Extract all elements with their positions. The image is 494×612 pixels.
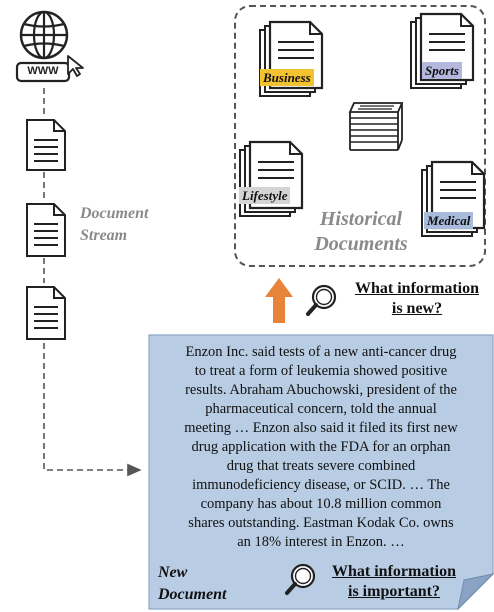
- globe-icon: [8, 5, 88, 85]
- category-business: Business: [260, 69, 314, 86]
- cursor-icon: [66, 54, 86, 78]
- new-document-label: New Document: [158, 562, 226, 606]
- magnifier-icon: [305, 283, 339, 317]
- paper-stack-icon: [342, 100, 410, 156]
- question-what-is-new: What information is new?: [342, 279, 492, 319]
- stream-document-icon-2: [24, 202, 68, 258]
- text-line: results. Abraham Abuchowski, president o…: [185, 382, 457, 398]
- text-line: company has about 10.8 million common: [200, 496, 442, 512]
- sports-document-stack-icon: [409, 12, 481, 92]
- new-document-label-line1: New: [158, 564, 188, 581]
- document-stream-label-line2: Stream: [80, 227, 128, 244]
- historical-label-line1: Historical: [319, 208, 403, 230]
- new-document-text: Enzon Inc. said tests of a new anti-canc…: [150, 343, 492, 552]
- category-medical: Medical: [424, 212, 474, 229]
- historical-documents-box: [234, 5, 486, 267]
- historical-label-line2: Documents: [314, 233, 408, 255]
- text-line: drug application with the FDA for an orp…: [191, 439, 451, 455]
- stream-to-new-document-arrow: [43, 343, 142, 477]
- text-line: an 18% interest in Enzon. …: [237, 534, 405, 550]
- document-stream-label: Document Stream: [80, 203, 170, 247]
- text-line: drug that treats severe combined: [226, 458, 416, 474]
- new-document-label-line2: Document: [158, 586, 227, 603]
- document-stream-label-line1: Document: [80, 205, 149, 222]
- text-line: shares outstanding. Eastman Kodak Co. ow…: [188, 515, 454, 531]
- category-lifestyle: Lifestyle: [239, 187, 291, 204]
- question-important-line2: is important?: [348, 583, 440, 600]
- stream-document-icon-1: [24, 118, 68, 172]
- question-new-line2: is new?: [391, 300, 443, 317]
- www-label: WWW: [27, 65, 59, 77]
- business-document-stack-icon: [258, 20, 330, 100]
- question-new-line1: What information: [355, 280, 479, 297]
- historical-documents-label: Historical Documents: [296, 207, 426, 257]
- text-line: Enzon Inc. said tests of a new anti-canc…: [185, 344, 457, 360]
- question-what-is-important: What information is important?: [314, 562, 474, 602]
- category-sports: Sports: [422, 62, 462, 79]
- stream-document-icon-3: [24, 285, 68, 341]
- text-line: meeting … Enzon also said it filed its f…: [184, 420, 458, 436]
- text-line: immunodeficiency disease, or SCID. … The: [192, 477, 450, 493]
- new-document-note: [148, 334, 494, 610]
- text-line: to treat a form of leukemia showed posit…: [194, 363, 448, 379]
- question-important-line1: What information: [332, 563, 456, 580]
- up-arrow-icon: [265, 278, 293, 323]
- text-line: pharmaceutical concern, told the annual: [205, 401, 437, 417]
- magnifier-icon-important: [284, 562, 318, 596]
